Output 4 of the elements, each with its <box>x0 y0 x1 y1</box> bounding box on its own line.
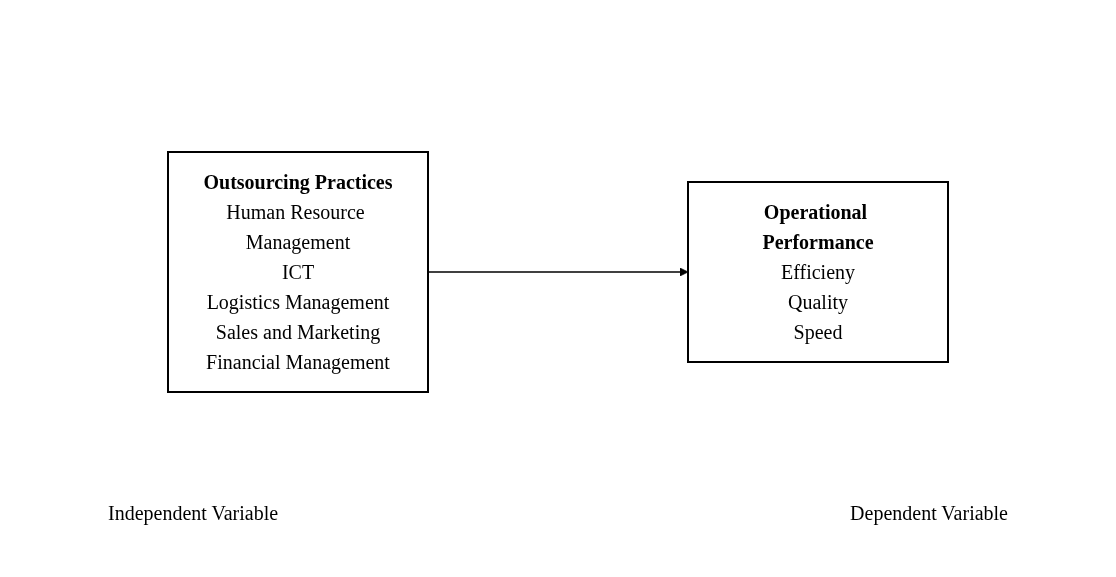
variable-caption: Dependent Variable <box>850 502 1008 525</box>
node-box: Operational Performance Efficieny Quality Speed <box>687 181 949 363</box>
node-box: Outsourcing Practices Human Resource Management ICT Logistics Management Sales and Marketing Financial Management <box>167 151 429 393</box>
variable-caption: Independent Variable <box>108 502 279 525</box>
